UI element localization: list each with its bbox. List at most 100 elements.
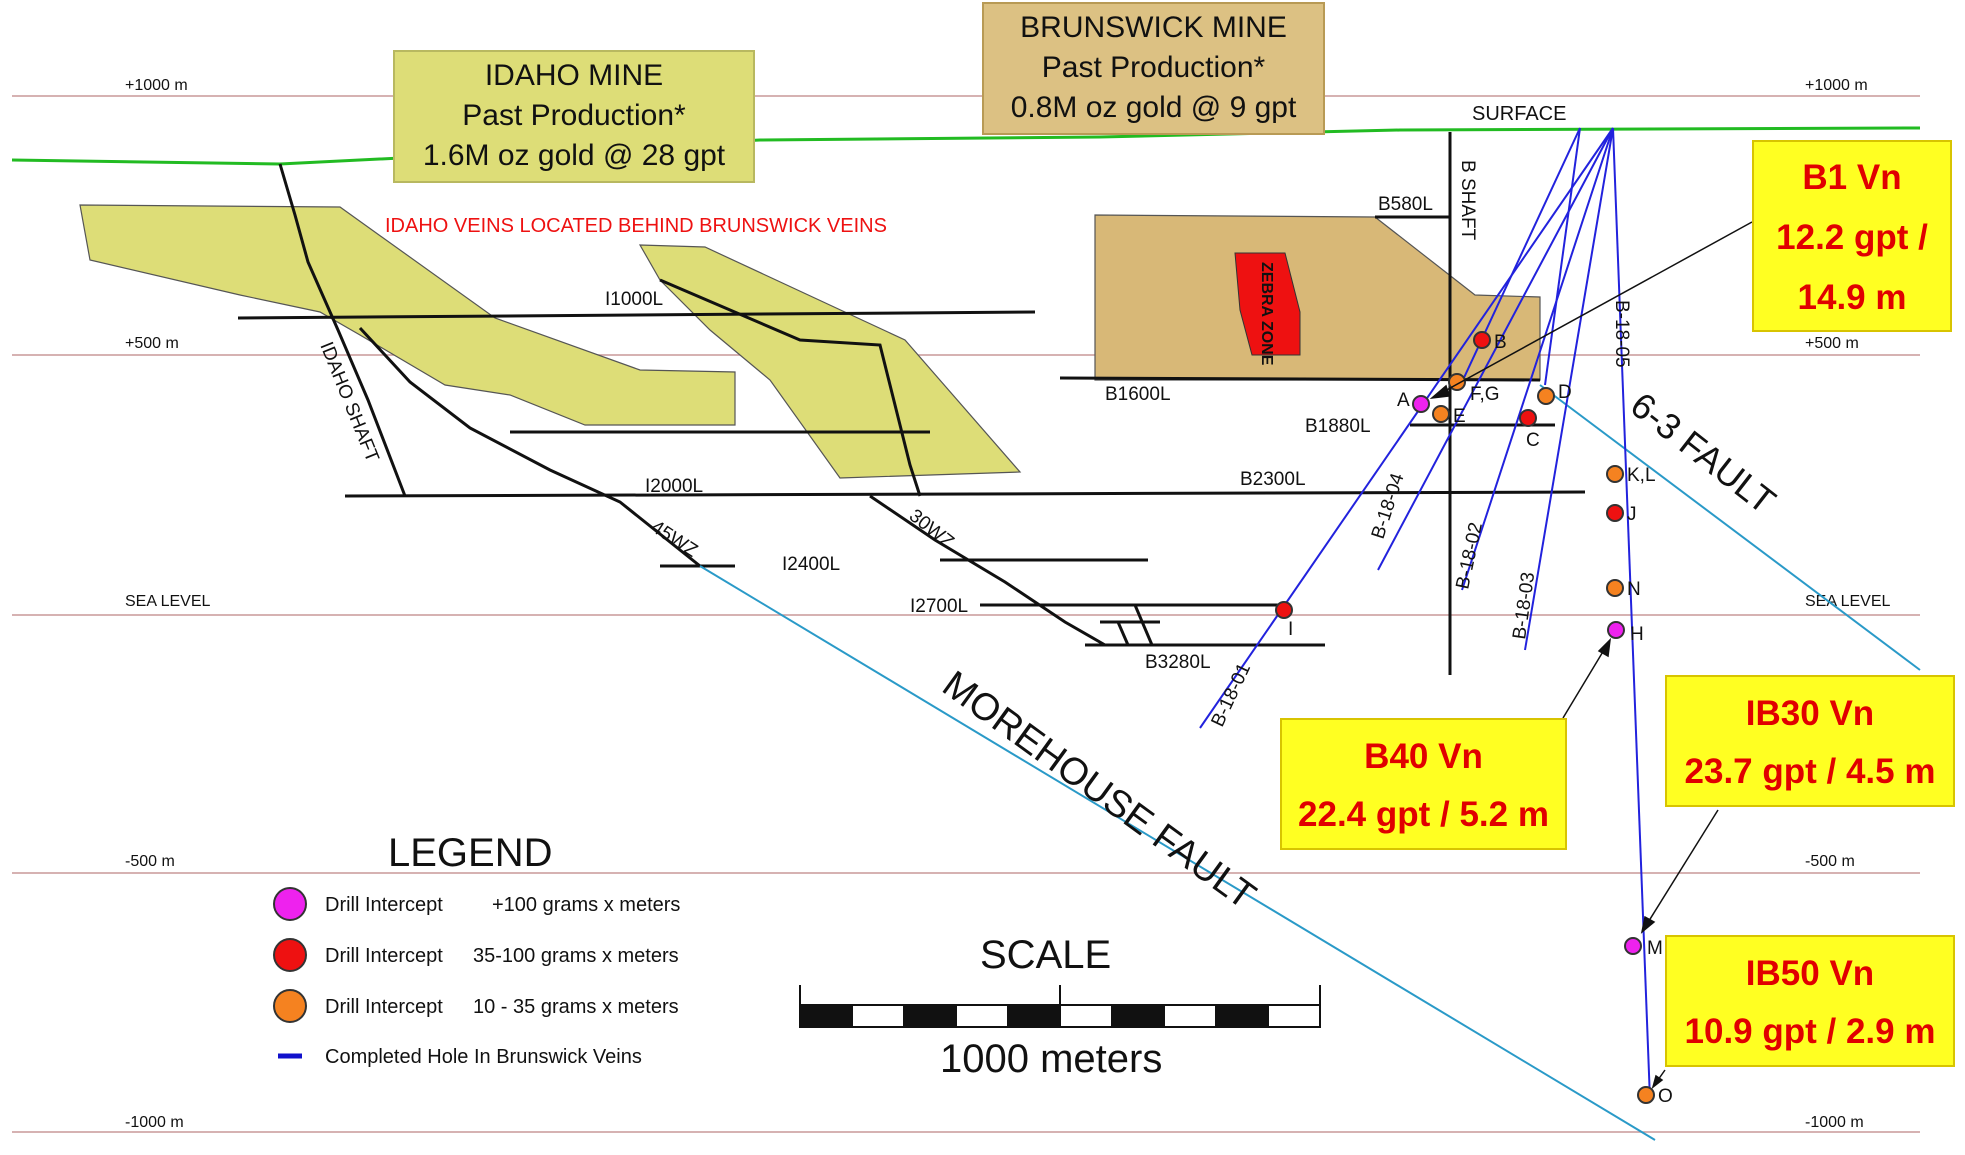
intercept-label-n: N	[1627, 579, 1641, 600]
intercept-label-kl: K,L	[1627, 465, 1656, 486]
intercept-kl	[1606, 465, 1624, 483]
intercept-label-i: I	[1288, 619, 1293, 640]
surface-label: SURFACE	[1472, 103, 1566, 125]
brunswick-mine-box: BRUNSWICK MINE Past Production* 0.8M oz …	[982, 2, 1325, 135]
legend-item-3-range: 10 - 35 grams x meters	[473, 996, 679, 1018]
legend-item-2-range: 35-100 grams x meters	[473, 945, 679, 967]
level-b580-label: B580L	[1378, 194, 1433, 215]
callout-b1-width: 14.9 m	[1797, 278, 1907, 317]
fault-6-3-label: 6-3 FAULT	[1623, 384, 1783, 522]
legend-item-1-label: Drill Intercept	[325, 894, 443, 916]
intercept-e	[1432, 405, 1450, 423]
level-b2300-label: B2300L	[1240, 469, 1306, 490]
intercept-label-c: C	[1526, 430, 1540, 451]
hole-b1802-label: B-18-02	[1452, 521, 1487, 591]
winze-1	[1133, 604, 1154, 646]
idaho-vein-1	[79, 204, 736, 426]
hole-b1801-trace	[1199, 127, 1614, 729]
callout-ib30-grade: 23.7 gpt / 4.5 m	[1684, 752, 1936, 791]
brunswick-mine-title: BRUNSWICK MINE	[1020, 11, 1287, 44]
callout-b1-name: B1 Vn	[1802, 158, 1902, 197]
arrow-ib30	[1641, 809, 1719, 933]
level-b1600-label: B1600L	[1105, 384, 1171, 405]
idaho-shaft-line	[278, 163, 407, 497]
intercept-o	[1637, 1086, 1655, 1104]
legend-swatch-10-35	[273, 989, 307, 1023]
elev-label-left-m500: -500 m	[125, 853, 175, 870]
callout-ib50-vein: IB50 Vn 10.9 gpt / 2.9 m	[1665, 935, 1955, 1067]
hole-extra-trace-1	[1544, 127, 1581, 386]
arrow-b1-head	[1429, 384, 1450, 400]
intercept-i	[1275, 601, 1293, 619]
hole-b1804-label: B-18-04	[1368, 470, 1409, 541]
callout-ib50-grade: 10.9 gpt / 2.9 m	[1684, 1012, 1936, 1051]
intercept-label-a: A	[1397, 390, 1410, 411]
level-i1000-line	[237, 310, 1036, 320]
elev-label-right-sea: SEA LEVEL	[1805, 593, 1890, 610]
callout-b1-grade: 12.2 gpt /	[1776, 218, 1928, 257]
scale-seg-1	[799, 1004, 853, 1028]
callout-arrows	[1429, 221, 1753, 1089]
legend-item-4-label: Completed Hole In Brunswick Veins	[325, 1046, 642, 1068]
intercept-label-fg: F,G	[1470, 384, 1500, 405]
scale-seg-5	[1215, 1004, 1269, 1028]
callout-ib50-name: IB50 Vn	[1745, 954, 1875, 993]
hole-b1803-label: B-18-03	[1509, 571, 1539, 641]
intercept-label-d: D	[1558, 382, 1572, 403]
arrow-b1	[1431, 221, 1753, 399]
surface-line	[11, 126, 1921, 166]
level-i2400-label: I2400L	[782, 554, 840, 575]
zebra-zone-polygon	[1234, 252, 1301, 356]
intercepts	[1275, 331, 1655, 1104]
legend-item-1-range: +100 grams x meters	[492, 894, 680, 916]
idaho-drift	[659, 278, 922, 497]
level-i2000-label: I2000L	[645, 476, 703, 497]
incline-30wz	[869, 494, 1106, 647]
brunswick-mine-subtitle: Past Production*	[1041, 51, 1266, 84]
legend-swatch-100plus	[273, 887, 307, 921]
mine-workings	[237, 132, 1586, 675]
intercept-b	[1473, 331, 1491, 349]
level-b1880-label: B1880L	[1305, 416, 1371, 437]
idaho-mine-box: IDAHO MINE Past Production* 1.6M oz gold…	[393, 50, 755, 183]
scale-seg-2	[903, 1004, 957, 1028]
intercept-d	[1537, 387, 1555, 405]
intercept-label-o: O	[1658, 1086, 1673, 1107]
elev-label-right-m1000: -1000 m	[1805, 1114, 1864, 1131]
hole-b1805-trace	[1612, 127, 1651, 1101]
intercept-label-j: J	[1627, 504, 1637, 525]
elev-label-right-m500: -500 m	[1805, 853, 1855, 870]
incline-45wz	[358, 326, 701, 568]
scale-seg-4	[1111, 1004, 1165, 1028]
elev-label-left-m1000: -1000 m	[125, 1114, 184, 1131]
b-shaft-label: B SHAFT	[1457, 160, 1478, 241]
level-b3280-label: B3280L	[1145, 652, 1211, 673]
elev-label-right-p1000: +1000 m	[1805, 77, 1868, 94]
intercept-a	[1412, 395, 1430, 413]
winze-2	[1116, 621, 1130, 646]
legend-item-2-label: Drill Intercept	[325, 945, 443, 967]
callout-b1-vein: B1 Vn 12.2 gpt / 14.9 m	[1752, 140, 1952, 332]
legend-item-3-label: Drill Intercept	[325, 996, 443, 1018]
level-i2000-line	[344, 490, 1586, 498]
legend: Drill Intercept +100 grams x meters Dril…	[273, 887, 680, 1068]
callout-ib30-vein: IB30 Vn 23.7 gpt / 4.5 m	[1665, 675, 1955, 807]
legend-title: LEGEND	[388, 831, 553, 875]
intercept-c	[1519, 409, 1537, 427]
elev-label-left-p1000: +1000 m	[125, 77, 188, 94]
legend-swatch-35-100	[273, 938, 307, 972]
arrow-ib30-head	[1640, 915, 1656, 934]
drill-holes	[1199, 127, 1651, 1101]
fault-morehouse-line	[699, 565, 1656, 1141]
scale-title: SCALE	[980, 933, 1111, 977]
fault-morehouse-label: MOREHOUSE FAULT	[935, 663, 1263, 917]
idaho-veins-note: IDAHO VEINS LOCATED BEHIND BRUNSWICK VEI…	[385, 215, 887, 237]
level-30wz-label: 30WZ	[905, 505, 958, 553]
callout-ib30-name: IB30 Vn	[1745, 694, 1875, 733]
scale-label: 1000 meters	[940, 1037, 1162, 1081]
intercept-h	[1607, 621, 1625, 639]
idaho-mine-production: 1.6M oz gold @ 28 gpt	[422, 139, 726, 172]
intercept-label-m: M	[1647, 938, 1663, 959]
brunswick-mine-production: 0.8M oz gold @ 9 gpt	[1010, 91, 1297, 124]
